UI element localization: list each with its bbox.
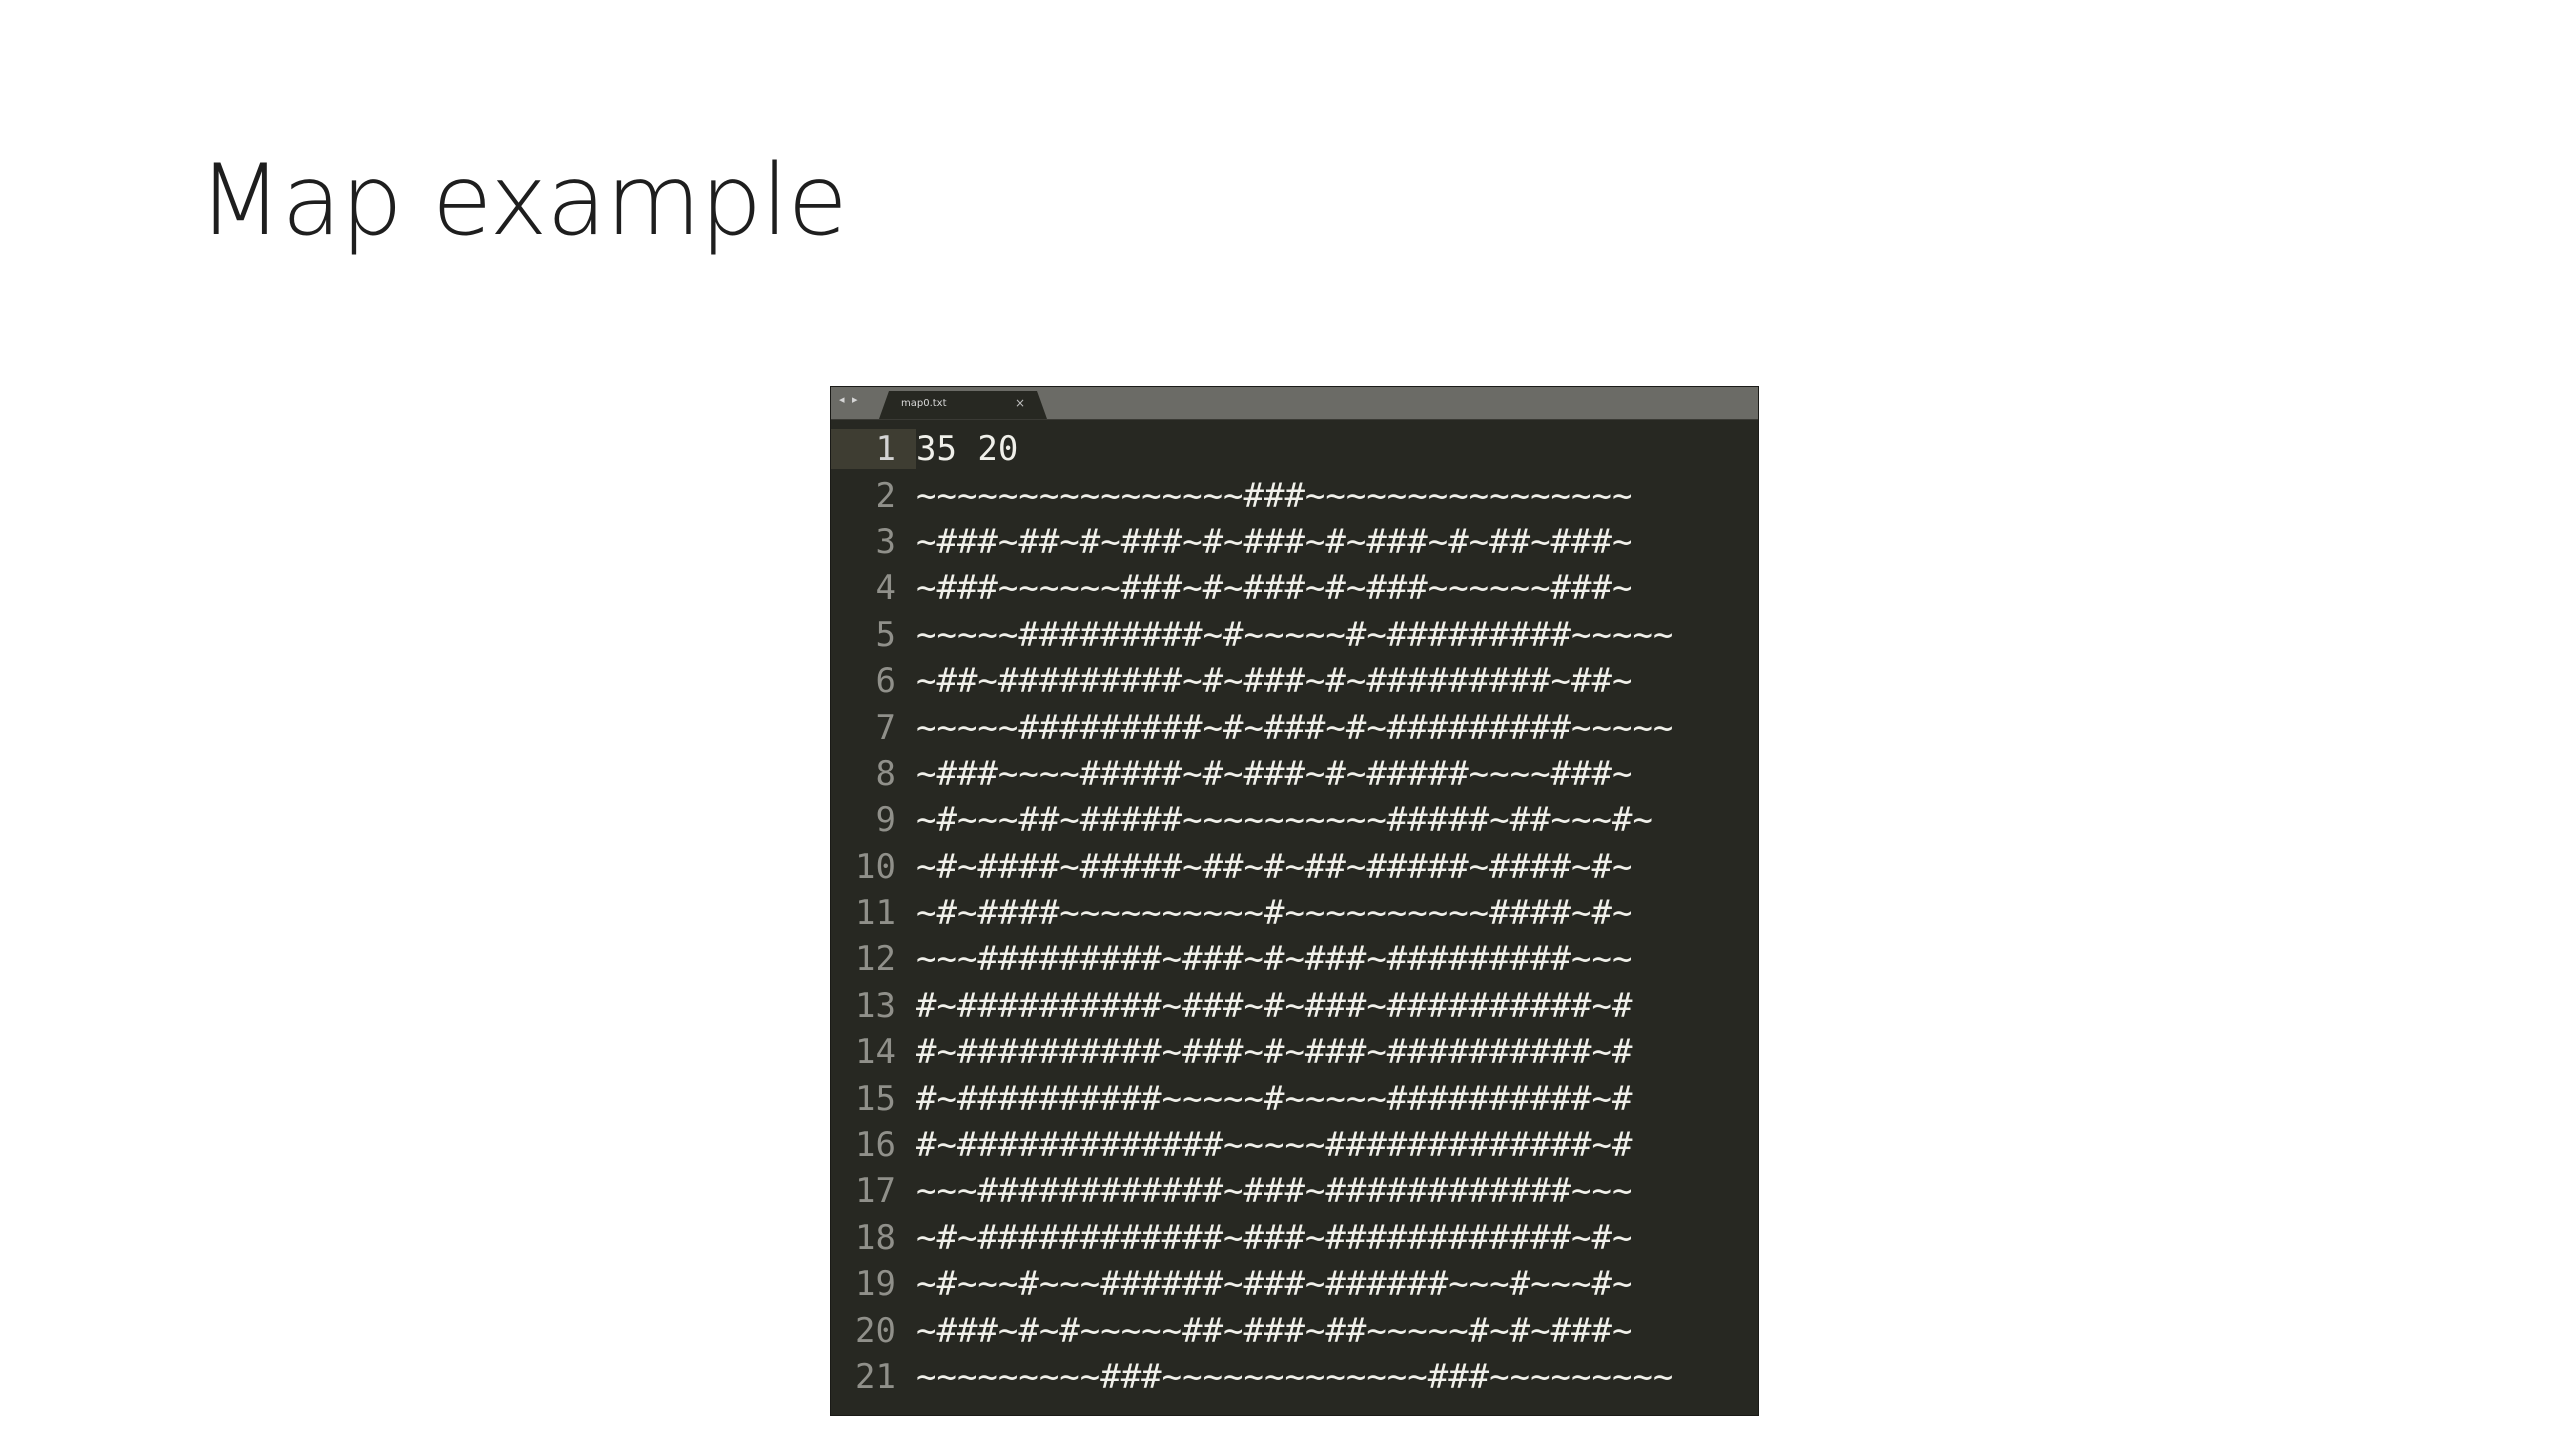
tab-close-icon[interactable]: × (1014, 396, 1025, 410)
line-text: ~~~#########~###~#~###~#########~~~ (916, 939, 1633, 980)
line-text: ~~~############~###~############~~~ (916, 1171, 1633, 1212)
tab-navigation: ◂ ▸ (839, 393, 860, 406)
code-line: 8 ~###~~~~#####~#~###~#~#####~~~~###~ (831, 751, 1758, 797)
line-number: 10 (855, 846, 896, 887)
line-text: #~##########~###~#~###~##########~# (916, 985, 1633, 1026)
line-number: 4 (875, 568, 896, 609)
code-line: 20 ~###~#~#~~~~~##~###~##~~~~~#~#~###~ (831, 1307, 1758, 1353)
code-line: 19 ~#~~~#~~~######~###~######~~~#~~~#~ (831, 1261, 1758, 1307)
tab-bar: ◂ ▸ map0.txt × (831, 387, 1758, 420)
code-line: 21 ~~~~~~~~~###~~~~~~~~~~~~~###~~~~~~~~~ (831, 1354, 1758, 1400)
line-number: 17 (855, 1171, 896, 1212)
line-text: ~###~~~~~~###~#~###~#~###~~~~~~###~ (916, 568, 1633, 609)
line-number: 15 (855, 1078, 896, 1119)
line-number: 3 (875, 521, 896, 562)
line-number: 5 (875, 614, 896, 655)
line-text: ~#~############~###~############~#~ (916, 1217, 1633, 1258)
line-number: 13 (855, 985, 896, 1026)
line-number: 12 (855, 939, 896, 980)
code-line: 17 ~~~############~###~############~~~ (831, 1168, 1758, 1214)
tab-scroll-right-icon[interactable]: ▸ (852, 393, 860, 406)
code-line: 9 ~#~~~##~#####~~~~~~~~~~#####~##~~~#~ (831, 797, 1758, 843)
line-number: 21 (855, 1357, 896, 1397)
line-number: 19 (855, 1264, 896, 1305)
line-number: 1 (831, 429, 916, 470)
line-number: 11 (855, 893, 896, 934)
tab-scroll-left-icon[interactable]: ◂ (839, 393, 847, 406)
line-text: ~###~#~#~~~~~##~###~##~~~~~#~#~###~ (916, 1310, 1633, 1351)
line-text: ~~~~~~~~~###~~~~~~~~~~~~~###~~~~~~~~~ (916, 1357, 1674, 1397)
code-line: 12 ~~~#########~###~#~###~#########~~~ (831, 936, 1758, 982)
code-line: 7 ~~~~~#########~#~###~#~#########~~~~~ (831, 704, 1758, 750)
code-line: 16 #~#############~~~~~#############~# (831, 1122, 1758, 1168)
line-text: #~#############~~~~~#############~# (916, 1125, 1633, 1166)
code-line: 15 #~##########~~~~~#~~~~~##########~# (831, 1075, 1758, 1121)
line-text: ~#~~~##~#####~~~~~~~~~~#####~##~~~#~ (916, 800, 1653, 841)
line-number: 8 (875, 753, 896, 794)
line-text: 35 20 (916, 429, 1019, 470)
code-line: 5 ~~~~~#########~#~~~~~#~#########~~~~~ (831, 612, 1758, 658)
line-text: ~~~~~~~~~~~~~~~~###~~~~~~~~~~~~~~~~ (916, 475, 1633, 516)
code-line: 3 ~###~##~#~###~#~###~#~###~#~##~###~ (831, 519, 1758, 565)
line-number: 2 (875, 475, 896, 516)
line-text: ~##~#########~#~###~#~#########~##~ (916, 661, 1633, 702)
line-text: #~##########~###~#~###~##########~# (916, 1032, 1633, 1073)
slide-title: Map example (198, 144, 848, 258)
line-number: 18 (855, 1217, 896, 1258)
line-text: #~##########~~~~~#~~~~~##########~# (916, 1078, 1633, 1119)
code-line: 6 ~##~#########~#~###~#~#########~##~ (831, 658, 1758, 704)
line-number: 14 (855, 1032, 896, 1073)
code-line: 4 ~###~~~~~~###~#~###~#~###~~~~~~###~ (831, 565, 1758, 611)
file-tab-label: map0.txt (901, 398, 947, 409)
code-line: 2 ~~~~~~~~~~~~~~~~###~~~~~~~~~~~~~~~~ (831, 472, 1758, 518)
code-line: 13 #~##########~###~#~###~##########~# (831, 983, 1758, 1029)
line-text: ~~~~~#########~#~~~~~#~#########~~~~~ (916, 614, 1674, 655)
line-text: ~#~~~#~~~######~###~######~~~#~~~#~ (916, 1264, 1633, 1305)
code-line: 11 ~#~####~~~~~~~~~~#~~~~~~~~~~####~#~ (831, 890, 1758, 936)
line-text: ~#~####~#####~##~#~##~#####~####~#~ (916, 846, 1633, 887)
code-line: 14 #~##########~###~#~###~##########~# (831, 1029, 1758, 1075)
code-line: 10 ~#~####~#####~##~#~##~#####~####~#~ (831, 844, 1758, 890)
code-line: 18 ~#~############~###~############~#~ (831, 1215, 1758, 1261)
line-text: ~###~~~~#####~#~###~#~#####~~~~###~ (916, 753, 1633, 794)
line-text: ~###~##~#~###~#~###~#~###~#~##~###~ (916, 521, 1633, 562)
line-number: 7 (875, 707, 896, 748)
line-number: 6 (875, 661, 896, 702)
line-number: 9 (875, 800, 896, 841)
line-text: ~#~####~~~~~~~~~~#~~~~~~~~~~####~#~ (916, 893, 1633, 934)
file-tab[interactable]: map0.txt × (879, 391, 1047, 419)
line-number: 16 (855, 1125, 896, 1166)
line-number: 20 (855, 1310, 896, 1351)
line-text: ~~~~~#########~#~###~#~#########~~~~~ (916, 707, 1674, 748)
